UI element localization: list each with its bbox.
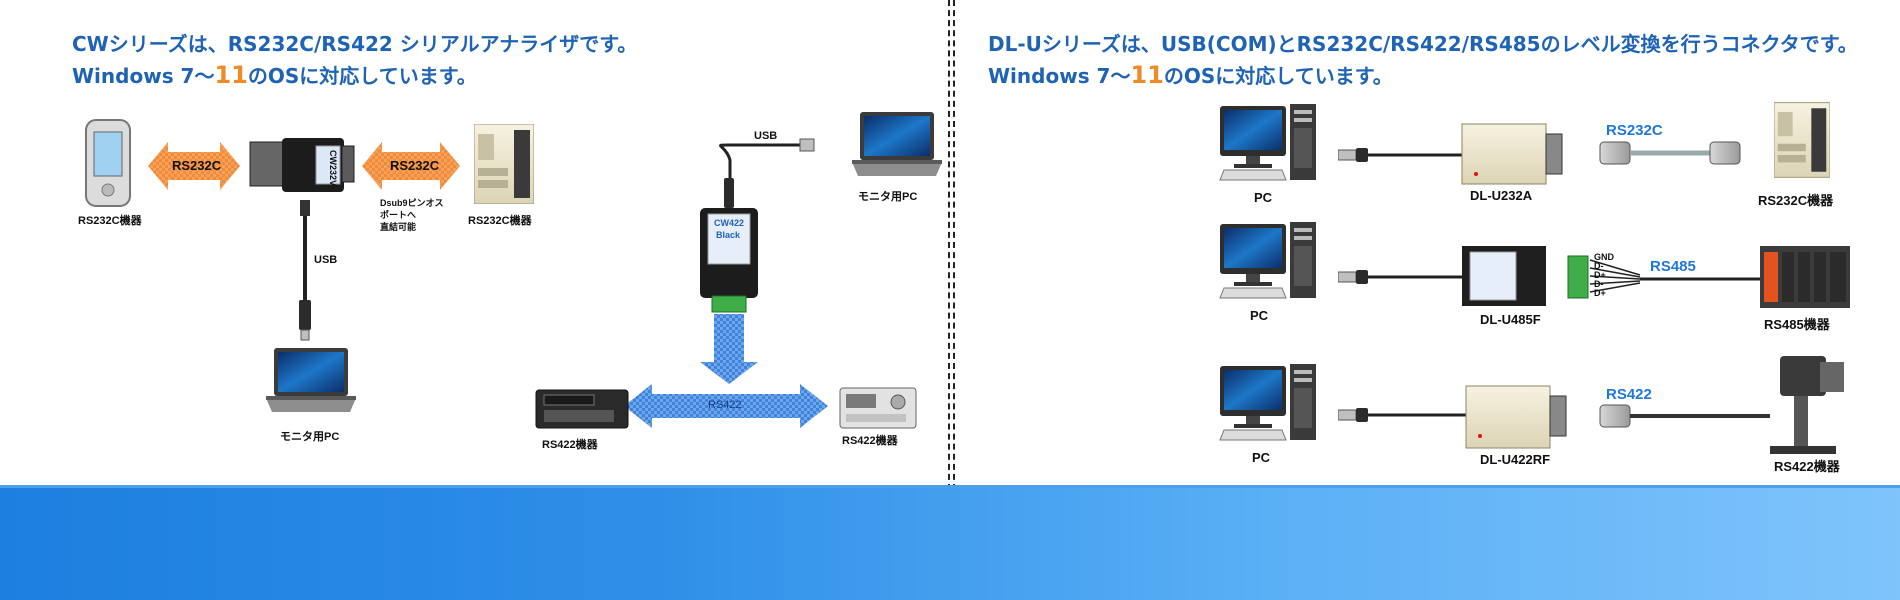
left-headline-2-post: のOSに対応しています。 — [247, 64, 477, 88]
row2-dl-u485f-icon — [1462, 246, 1589, 306]
row3-target-label: RS422機器 — [1774, 459, 1840, 474]
row1-device-label: DL-U232A — [1470, 188, 1533, 203]
row2-terminal-dplus-2: D+ — [1594, 288, 1606, 298]
rs232c-device-right-icon — [474, 124, 534, 204]
left-headline-2-num: 11 — [214, 61, 248, 89]
section-divider-2 — [953, 0, 955, 490]
rs422-device-right-icon — [839, 387, 917, 429]
row3-pc-icon — [1219, 364, 1317, 441]
monitor-pc-top-icon — [852, 112, 942, 176]
row3-dl-u422rf-icon — [1465, 385, 1567, 449]
rs232c-arrow-left-label: RS232C — [172, 158, 222, 173]
monitor-pc-top-label: モニタ用PC — [858, 191, 918, 203]
rs422-device-left-icon — [535, 389, 629, 429]
right-headline-1: DL-Uシリーズは、USB(COM)とRS232C/RS422/RS485のレベ… — [988, 32, 1858, 56]
row3-rs422-cable — [1599, 404, 1770, 428]
rs232c-device-left-icon — [85, 119, 131, 207]
rs232c-device-left-label: RS232C機器 — [78, 215, 142, 227]
row2-device-label: DL-U485F — [1480, 312, 1541, 327]
cw422-black-unit-icon — [700, 208, 758, 313]
row2-terminal-dminus-2: D- — [1594, 279, 1604, 289]
usb-vertical-label: USB — [314, 254, 338, 266]
dsub-note-line-2: ポートへ — [380, 210, 417, 220]
rs232c-arrow-left — [148, 142, 240, 190]
row2-pc-label: PC — [1250, 308, 1269, 323]
cw232v-text: CW232V — [328, 150, 338, 187]
row1-usb-cable — [1338, 148, 1462, 162]
row2-rs485-wires — [1589, 259, 1760, 293]
row2-pc-icon — [1219, 222, 1317, 299]
cw232v-unit-icon — [249, 138, 355, 192]
row2-target-label: RS485機器 — [1764, 317, 1830, 332]
rs232c-arrow-right-label: RS232C — [390, 158, 440, 173]
rs422-arrow — [624, 384, 828, 428]
rs422-arrow-label: RS422 — [708, 399, 742, 411]
monitor-pc-bottom-label: モニタ用PC — [280, 431, 340, 443]
right-headline-2-pre: Windows 7〜 — [988, 64, 1131, 88]
right-headline-2-num: 11 — [1130, 61, 1164, 89]
rs232c-arrow-right — [362, 142, 460, 190]
left-headline-2: Windows 7〜11のOSに対応しています。 — [72, 60, 477, 89]
row3-rs422-device-icon — [1770, 356, 1844, 454]
right-headline-2: Windows 7〜11のOSに対応しています。 — [988, 60, 1393, 89]
section-divider — [948, 0, 950, 490]
footer-band — [0, 485, 1900, 600]
row3-device-label: DL-U422RF — [1480, 452, 1551, 467]
rs232c-device-right-label: RS232C機器 — [468, 215, 532, 227]
rs422-down-arrow — [700, 314, 758, 384]
row2-terminal-dplus-1: D+ — [1594, 270, 1606, 280]
usb-top-label: USB — [754, 130, 778, 142]
left-headline-1: CWシリーズは、RS232C/RS422 シリアルアナライザです。 — [72, 32, 638, 56]
row1-link-label: RS232C — [1606, 122, 1663, 139]
row1-target-label: RS232C機器 — [1758, 193, 1834, 208]
usb-cable-vertical — [299, 200, 311, 341]
rs422-device-left-label: RS422機器 — [542, 439, 598, 451]
dsub-note-line-3: 直結可能 — [380, 222, 417, 232]
row1-rs232c-device-icon — [1774, 102, 1830, 178]
row1-pc-label: PC — [1254, 190, 1273, 205]
row1-dl-u232a-icon — [1461, 123, 1563, 185]
cw422-text-2: Black — [716, 230, 741, 240]
monitor-pc-bottom-icon — [266, 348, 356, 412]
left-headline-2-pre: Windows 7〜 — [72, 64, 215, 88]
usb-cable-top — [719, 138, 815, 208]
dsub-note-line-1: Dsub9ピンオス — [380, 198, 444, 208]
row2-link-label: RS485 — [1650, 258, 1696, 275]
row2-usb-cable — [1338, 270, 1462, 284]
row2-terminal-gnd: GND — [1594, 252, 1614, 262]
right-headline-2-post: のOSに対応しています。 — [1163, 64, 1393, 88]
row3-link-label: RS422 — [1606, 386, 1652, 403]
row1-pc-icon — [1219, 104, 1317, 181]
row2-terminal-dminus-1: D- — [1594, 261, 1604, 271]
row3-pc-label: PC — [1252, 450, 1271, 465]
rs422-device-right-label: RS422機器 — [842, 435, 898, 447]
row2-rs485-device-icon — [1760, 246, 1850, 308]
row1-rs232c-cable — [1599, 141, 1741, 165]
row3-usb-cable — [1338, 408, 1466, 422]
cw422-text-1: CW422 — [714, 218, 745, 228]
